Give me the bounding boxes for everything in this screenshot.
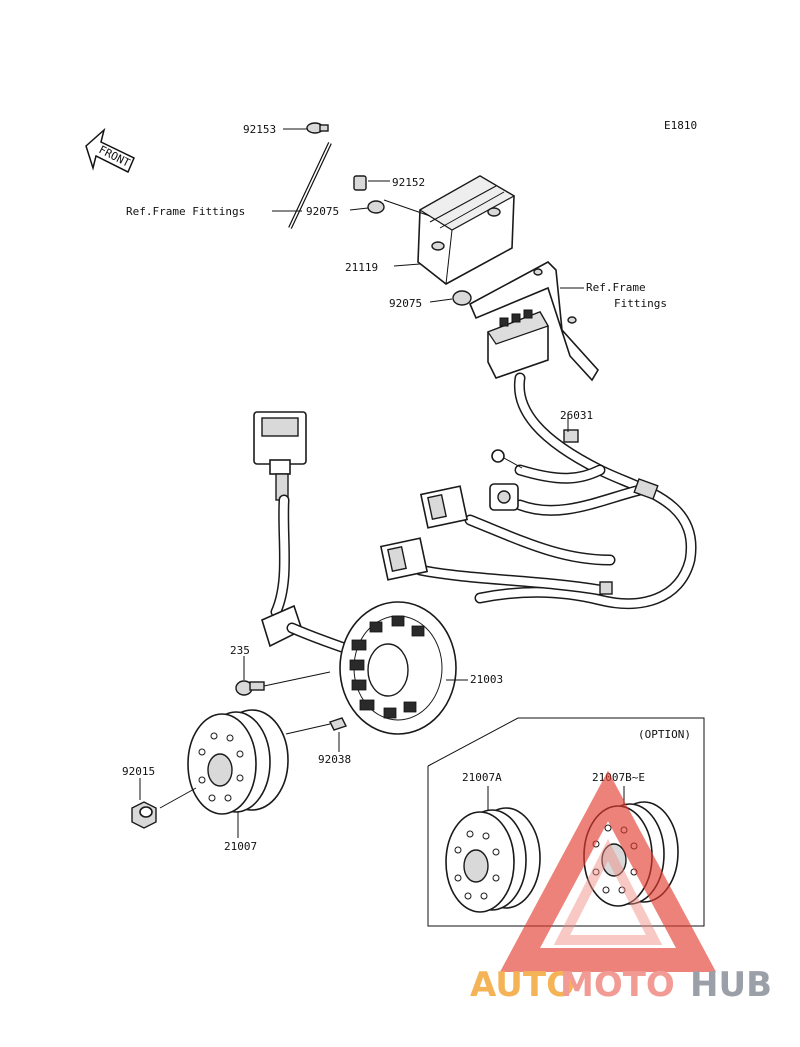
label-21007: 21007: [224, 840, 257, 853]
harness-main-connector: [487, 309, 549, 379]
ref-frame-fittings-right-1: Ref.Frame: [586, 281, 646, 294]
wiring-harness-26031: [414, 372, 697, 610]
grommet-92075-upper: [367, 200, 385, 214]
label-92153: 92153: [243, 123, 276, 136]
connector-b: [489, 483, 519, 511]
watermark-moto: MOTO: [560, 965, 675, 1005]
label-92075-lower: 92075: [389, 297, 422, 310]
label-21007B-E: 21007B~E: [592, 771, 645, 784]
mounting-bracket: [468, 261, 599, 382]
ground-ring-terminal: [491, 449, 523, 469]
woodruff-key-92038: [329, 717, 347, 731]
grommet-92075-lower: [452, 290, 472, 306]
bolt-235: [235, 680, 265, 696]
connector-a: [419, 485, 469, 529]
collar-92152: [353, 175, 367, 191]
label-26031: 26031: [560, 409, 593, 422]
stator-lead-connector: [253, 411, 307, 501]
label-21003: 21003: [470, 673, 503, 686]
label-92075-upper: 92075: [306, 205, 339, 218]
flywheel-21007: [187, 709, 289, 815]
ref-frame-fittings-right-2: Fittings: [614, 297, 667, 310]
flywheel-21007A: [445, 807, 541, 913]
regulator-rectifier-21119: [417, 175, 516, 285]
automotohub-watermark: AUTO MOTO HUB: [470, 770, 772, 1005]
label-21119: 21119: [345, 261, 378, 274]
connector-c: [379, 537, 429, 581]
bolt-92153: [306, 122, 329, 134]
watermark-hub: HUB: [690, 965, 772, 1005]
stator-21003: [339, 601, 457, 735]
diagram-code: E1810: [664, 119, 697, 132]
watermark-auto: AUTO: [470, 965, 575, 1005]
front-arrow-icon: FRONT: [85, 127, 135, 174]
label-92038: 92038: [318, 753, 351, 766]
label-21007A: 21007A: [462, 771, 502, 784]
option-box: [427, 717, 705, 927]
label-235: 235: [230, 644, 250, 657]
label-92015: 92015: [122, 765, 155, 778]
nut-92015: [131, 801, 157, 829]
option-label: (OPTION): [638, 728, 691, 741]
label-92152: 92152: [392, 176, 425, 189]
ref-frame-fittings-left: Ref.Frame Fittings: [126, 205, 245, 218]
